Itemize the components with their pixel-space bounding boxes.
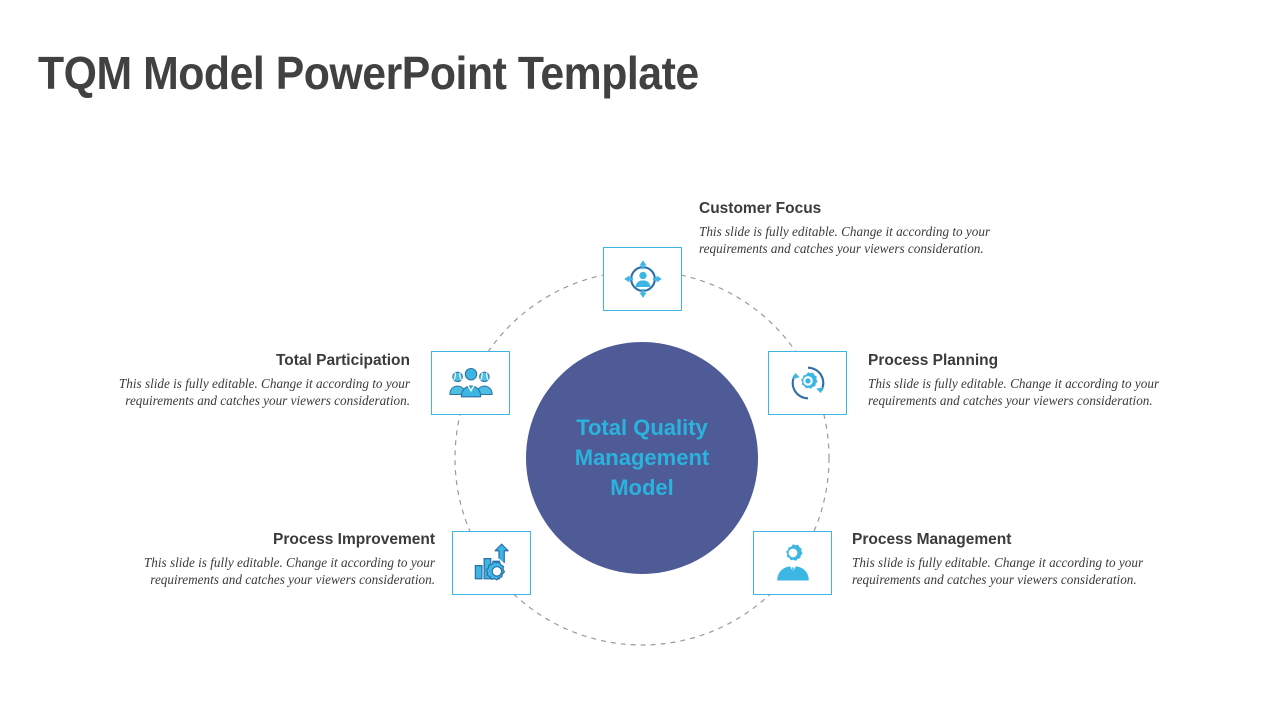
node-heading-process-planning: Process Planning	[868, 352, 999, 369]
node-text-process-management: Process Management This slide is fully e…	[852, 531, 1182, 589]
target-person-icon	[623, 260, 662, 298]
center-label-line-3: Model	[610, 474, 674, 500]
person-gear-head-icon	[776, 544, 809, 581]
icon-box-customer-focus[interactable]	[603, 247, 682, 311]
icon-box-total-participation[interactable]	[431, 351, 510, 415]
node-heading-customer-focus: Customer Focus	[699, 200, 822, 217]
node-heading-process-improvement: Process Improvement	[273, 531, 435, 548]
node-body-process-management: This slide is fully editable. Change it …	[852, 555, 1144, 587]
node-text-process-planning: Process Planning This slide is fully edi…	[868, 352, 1198, 410]
icon-box-process-management[interactable]	[753, 531, 832, 595]
center-label-line-1: Total Quality	[576, 415, 708, 441]
node-heading-total-participation: Total Participation	[275, 352, 410, 369]
center-label-line-2: Management	[574, 445, 710, 471]
node-text-customer-focus: Customer Focus This slide is fully edita…	[699, 200, 1029, 258]
bar-chart-arrow-gear-icon	[474, 543, 509, 581]
node-text-process-improvement: Process Improvement This slide is fully …	[105, 531, 435, 589]
icon-box-process-planning[interactable]	[768, 351, 847, 415]
node-text-total-participation: Total Participation This slide is fully …	[80, 352, 410, 410]
node-heading-process-management: Process Management	[852, 531, 1012, 548]
group-people-icon	[448, 367, 493, 398]
node-body-process-planning: This slide is fully editable. Change it …	[868, 376, 1160, 408]
node-body-process-improvement: This slide is fully editable. Change it …	[143, 555, 435, 587]
page-title: TQM Model PowerPoint Template	[38, 47, 699, 99]
center-circle-label: Total Quality Management Model	[555, 413, 730, 502]
gear-cycle-icon	[791, 366, 824, 400]
center-circle: Total Quality Management Model	[526, 342, 758, 574]
icon-box-process-improvement[interactable]	[452, 531, 531, 595]
node-body-total-participation: This slide is fully editable. Change it …	[118, 376, 410, 408]
node-body-customer-focus: This slide is fully editable. Change it …	[699, 224, 991, 256]
